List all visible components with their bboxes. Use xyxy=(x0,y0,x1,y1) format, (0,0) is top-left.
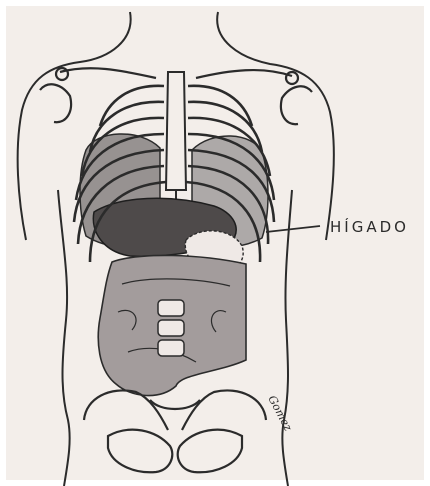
pelvis xyxy=(84,390,266,472)
artist-signature: Gomez xyxy=(265,393,294,433)
lumbar-spine xyxy=(158,300,184,356)
liver-label: HÍGADO xyxy=(330,218,409,236)
clavicles xyxy=(40,68,312,124)
liver-pointer-line xyxy=(266,226,320,232)
